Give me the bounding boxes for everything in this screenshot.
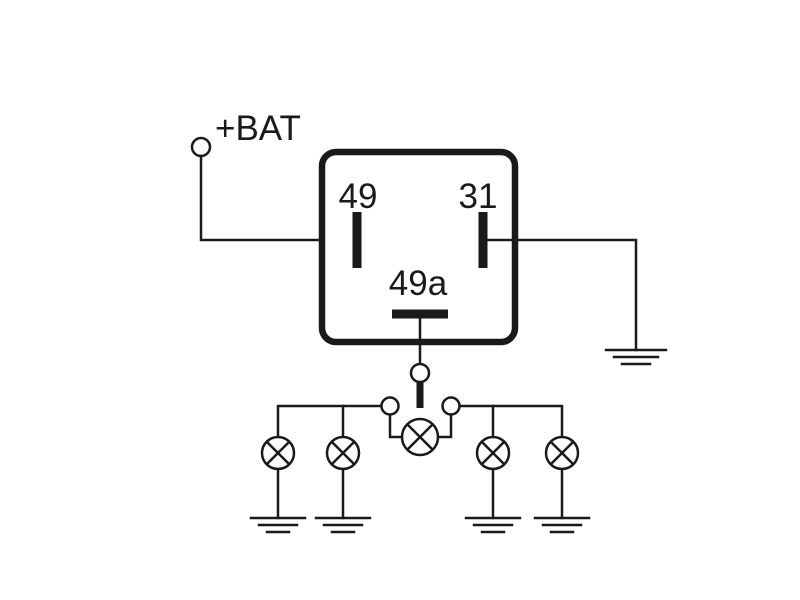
ground-left-outer-icon bbox=[249, 516, 307, 534]
pin-49-label: 49 bbox=[339, 177, 378, 216]
right-branch-wire bbox=[458, 404, 564, 440]
indicator-lamp-wire bbox=[388, 413, 404, 439]
pin-31-wire bbox=[481, 238, 638, 352]
battery-terminal bbox=[190, 136, 357, 242]
lamp-left-inner-icon bbox=[325, 435, 361, 471]
turn-signal-switch-icon bbox=[380, 362, 461, 416]
pin-31-label: 31 bbox=[459, 177, 498, 216]
lamp-right-outer-icon bbox=[544, 435, 580, 471]
lamp-right-inner-icon bbox=[475, 435, 511, 471]
lamp-left-outer-icon bbox=[260, 435, 296, 471]
battery-label: +BAT bbox=[215, 109, 301, 148]
ground-relay-icon bbox=[604, 348, 668, 366]
relay-housing bbox=[318, 148, 519, 346]
ground-right-inner-icon bbox=[464, 516, 522, 534]
pin-49a-label: 49a bbox=[389, 264, 448, 303]
lamp-indicator-icon bbox=[400, 417, 440, 457]
left-branch-wire bbox=[276, 404, 383, 440]
ground-left-inner-icon bbox=[314, 516, 372, 534]
ground-right-outer-icon bbox=[533, 516, 591, 534]
